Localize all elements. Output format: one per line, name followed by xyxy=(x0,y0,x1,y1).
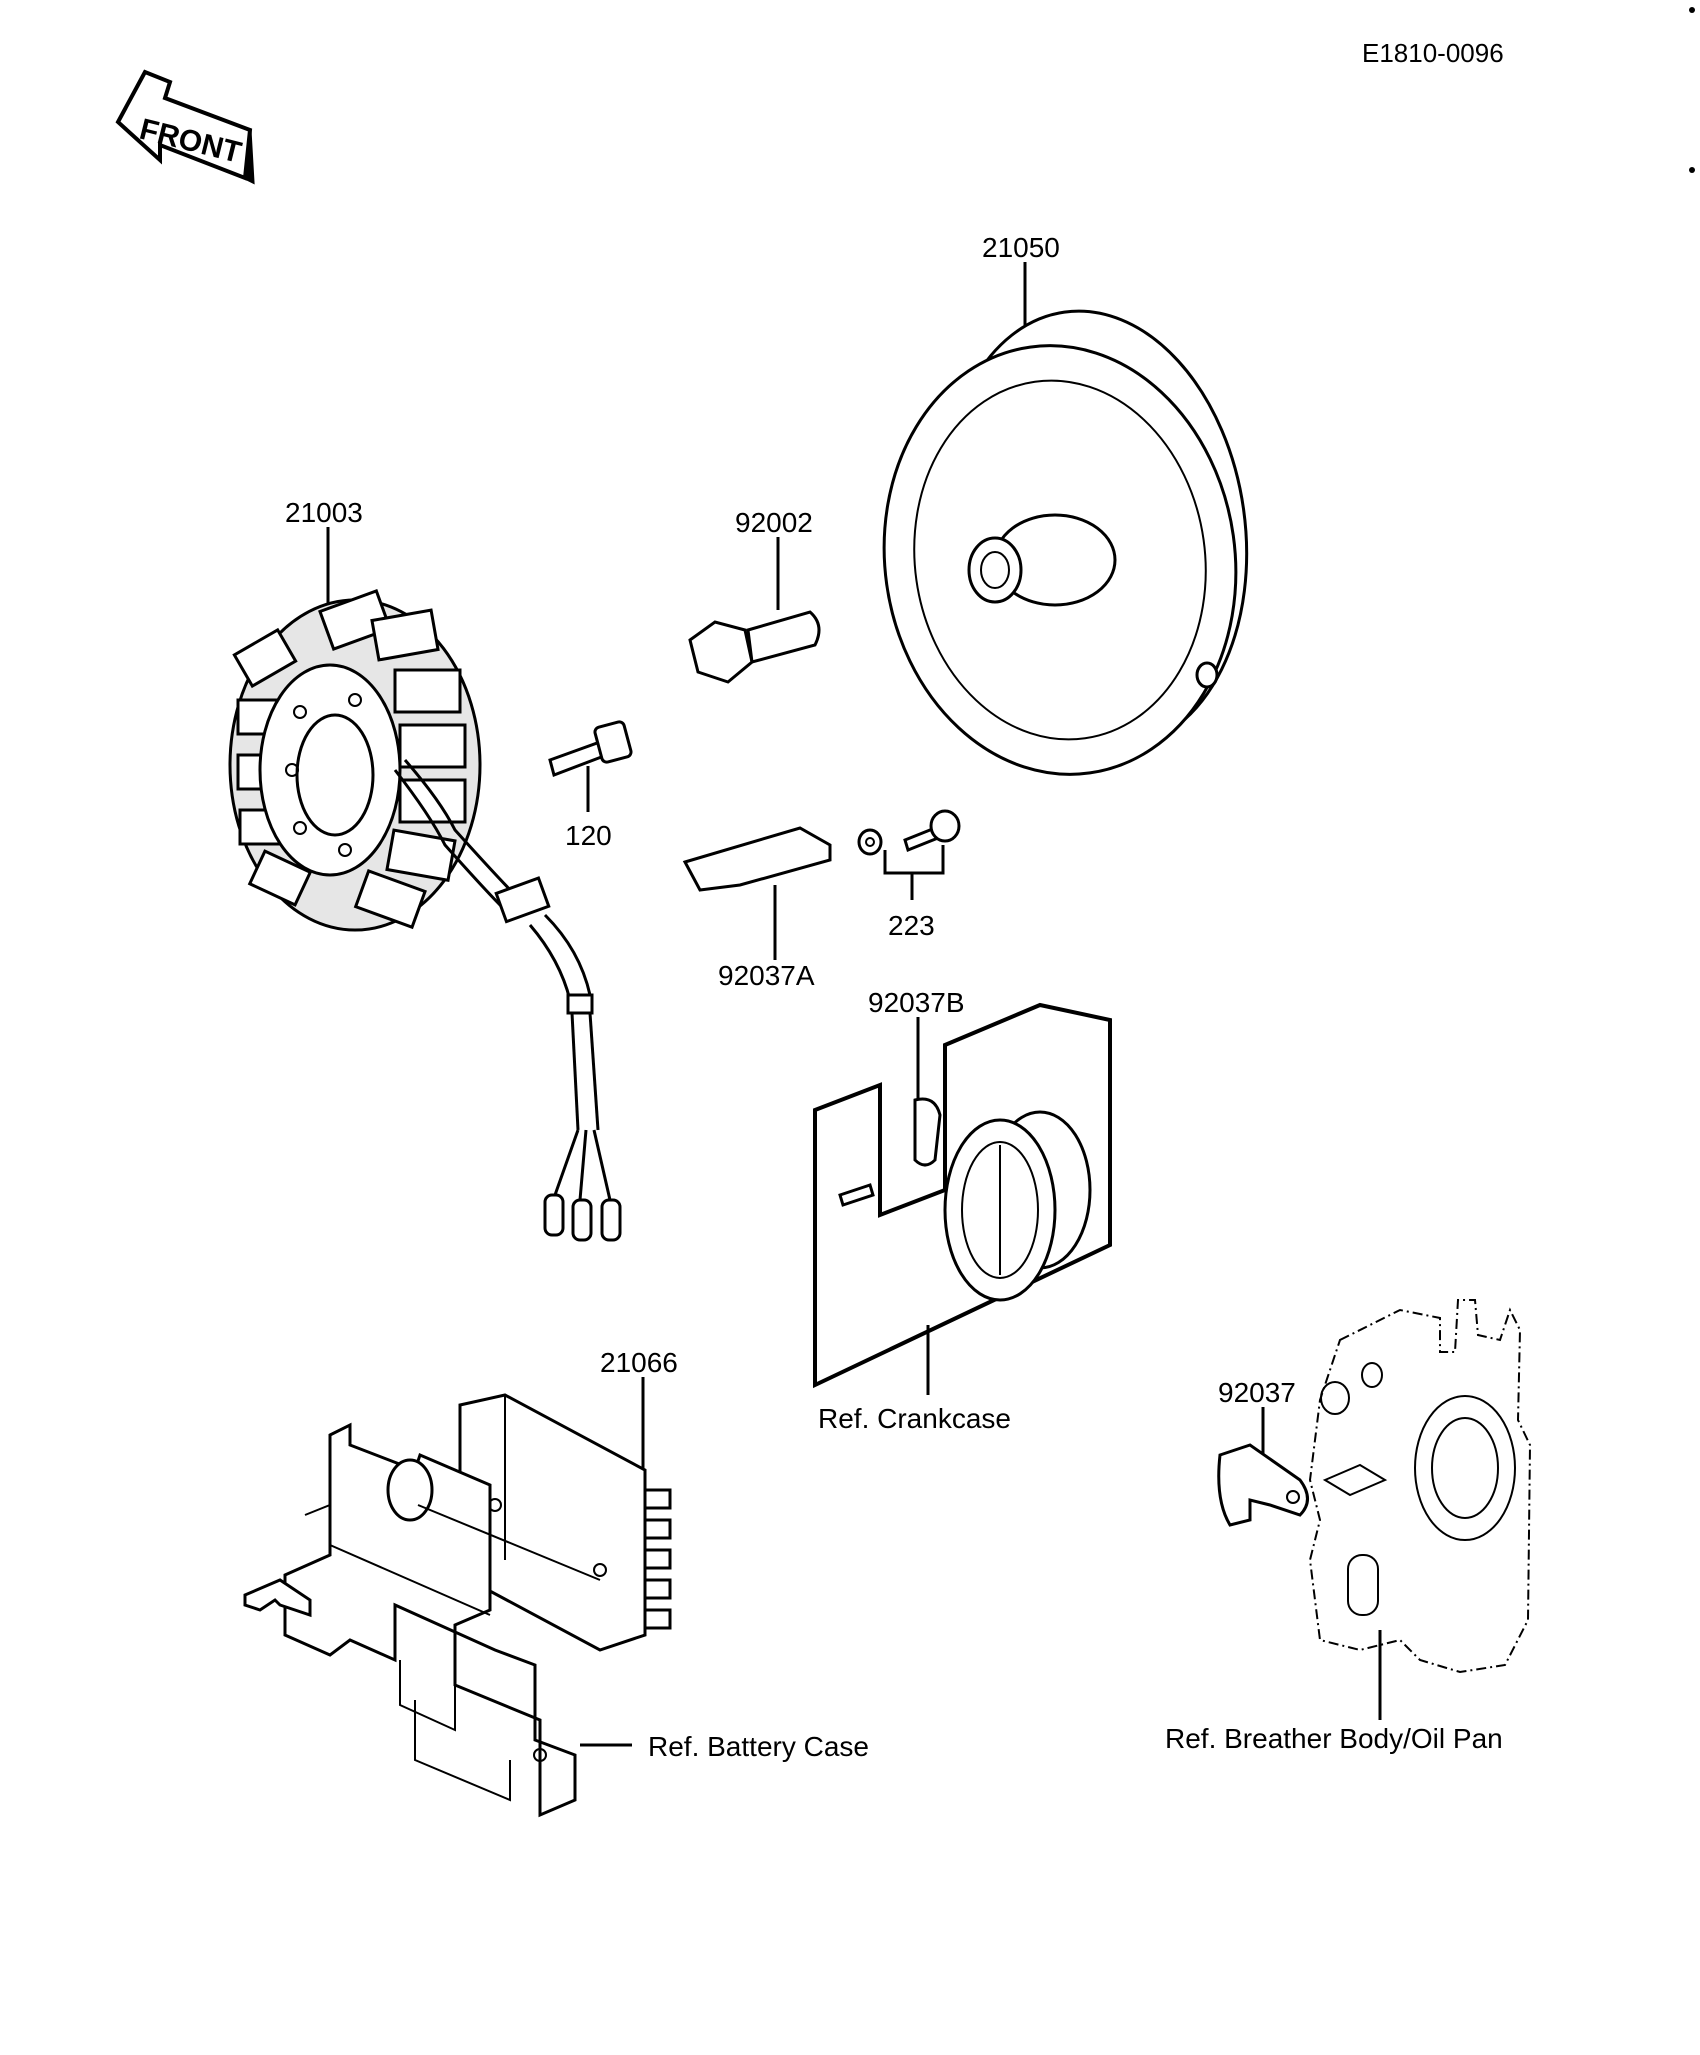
clamp-92037a: 92037A xyxy=(682,826,832,991)
breather-oil-pan-reference: Ref. Breather Body/Oil Pan xyxy=(1165,1299,1532,1754)
label-21066: 21066 xyxy=(600,1347,678,1378)
stator-poles xyxy=(232,589,467,930)
heat-sink-fins xyxy=(643,1488,672,1630)
ref-battery-case: Ref. Battery Case xyxy=(648,1731,869,1762)
ref-crankcase: Ref. Crankcase xyxy=(818,1403,1011,1434)
label-120: 120 xyxy=(565,820,612,851)
label-92037b: 92037B xyxy=(868,987,965,1018)
label-92037: 92037 xyxy=(1218,1377,1296,1408)
screw-washer-223: 223 xyxy=(857,809,961,941)
edge-mark xyxy=(1689,7,1695,13)
label-21050: 21050 xyxy=(982,232,1060,263)
label-223: 223 xyxy=(888,910,935,941)
diagram-id: E1810-0096 xyxy=(1362,38,1504,68)
clamp-92037: 92037 xyxy=(1217,1377,1309,1527)
flywheel-21050: 21050 xyxy=(882,232,1249,776)
ref-breather-oil-pan: Ref. Breather Body/Oil Pan xyxy=(1165,1723,1503,1754)
screw-120: 120 xyxy=(548,720,633,851)
crankcase-reference: 92037B Ref. Crankcase xyxy=(813,987,1112,1434)
regulator-21066: 21066 Ref. Battery Case xyxy=(243,1347,869,1818)
stator-21003: 21003 xyxy=(228,497,622,1242)
label-92002: 92002 xyxy=(735,507,813,538)
bolt-92002: 92002 xyxy=(688,507,821,684)
front-arrow-icon: FRONT xyxy=(115,69,255,185)
edge-mark xyxy=(1689,167,1695,173)
label-21003: 21003 xyxy=(285,497,363,528)
label-92037a: 92037A xyxy=(718,960,815,991)
